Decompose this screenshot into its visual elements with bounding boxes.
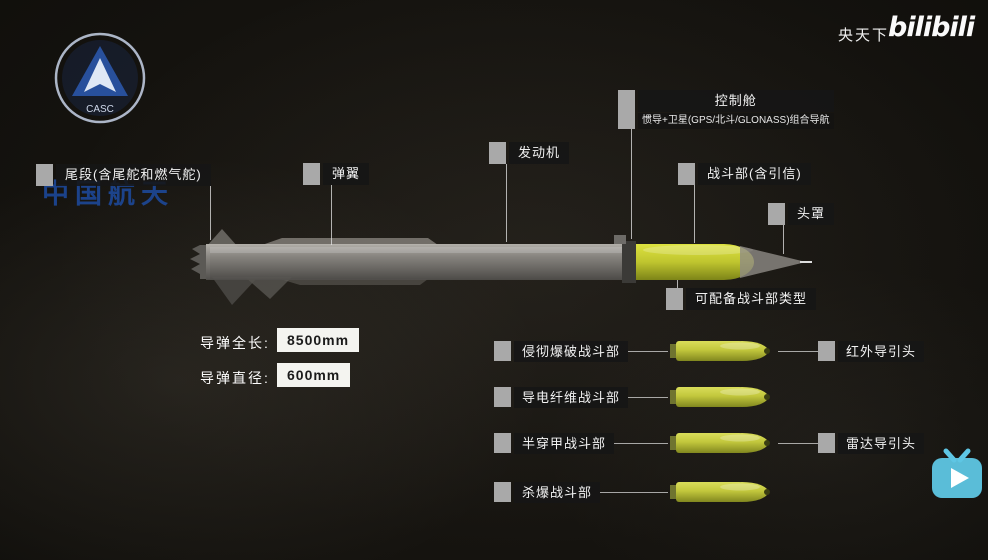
label-square bbox=[494, 387, 511, 407]
warhead-type-row: 杀爆战斗部 bbox=[494, 477, 778, 507]
connector-line bbox=[778, 442, 818, 444]
bilibili-play-button[interactable] bbox=[928, 446, 986, 504]
label-warhead: 战斗部(含引信) bbox=[678, 163, 811, 185]
label-square bbox=[36, 164, 53, 186]
label-square bbox=[303, 163, 320, 185]
control-section-ring bbox=[622, 241, 636, 283]
wing-strake-top bbox=[262, 238, 438, 245]
channel-watermark: 央天下 bbox=[838, 27, 890, 44]
warhead-thumbnail bbox=[670, 482, 770, 502]
bilibili-logo: bilibili bbox=[888, 12, 975, 43]
nose-cone bbox=[740, 246, 806, 278]
label-square bbox=[666, 288, 683, 310]
spec-length-label: 导弹全长: bbox=[200, 335, 270, 351]
warhead-type-row: 半穿甲战斗部 雷达导引头 bbox=[494, 428, 925, 458]
label-text: 发动机 bbox=[509, 142, 570, 164]
label-square bbox=[489, 142, 506, 164]
leader-line-wing bbox=[331, 185, 332, 245]
label-square bbox=[494, 341, 511, 361]
tail-fin-lower-2 bbox=[245, 277, 292, 299]
seeker-label: 红外导引头 bbox=[838, 340, 925, 362]
missile-body bbox=[206, 244, 638, 280]
tail-nozzle bbox=[190, 245, 210, 279]
label-square bbox=[678, 163, 695, 185]
connector-line bbox=[614, 442, 668, 444]
label-text: 头罩 bbox=[788, 203, 835, 225]
label-square bbox=[494, 433, 511, 453]
label-text: 控制舱 bbox=[638, 90, 834, 112]
wing-strake-bottom bbox=[280, 279, 428, 285]
leader-line-types bbox=[677, 280, 678, 289]
missile-illustration bbox=[190, 229, 812, 305]
connector-line bbox=[628, 396, 668, 398]
label-control-section: 控制舱 惯导+卫星(GPS/北斗/GLONASS)组合导航 bbox=[618, 90, 834, 129]
label-text: 尾段(含尾舵和燃气舵) bbox=[56, 164, 211, 186]
casc-logo: CASC bbox=[54, 32, 146, 124]
leader-line-nose bbox=[783, 224, 784, 254]
casc-logo-text: CASC bbox=[86, 104, 114, 115]
leader-line-engine bbox=[506, 164, 507, 242]
leader-line-warhead bbox=[694, 184, 695, 243]
tail-fin-lower bbox=[212, 277, 258, 305]
label-subtext: 惯导+卫星(GPS/北斗/GLONASS)组合导航 bbox=[638, 113, 834, 129]
warhead-thumbnail bbox=[670, 433, 770, 453]
play-icon bbox=[951, 468, 969, 488]
warhead-type-label: 侵彻爆破战斗部 bbox=[514, 340, 629, 362]
label-text: 弹翼 bbox=[323, 163, 370, 185]
leader-line-control bbox=[631, 126, 632, 239]
label-tail-section: 尾段(含尾舵和燃气舵) bbox=[36, 164, 211, 186]
warhead-type-label: 杀爆战斗部 bbox=[514, 481, 601, 503]
warhead-type-row: 导电纤维战斗部 bbox=[494, 382, 778, 412]
connector-line bbox=[600, 491, 668, 493]
spec-length-value: 8500mm bbox=[277, 328, 360, 352]
label-engine: 发动机 bbox=[489, 142, 570, 164]
warhead-thumbnail bbox=[670, 341, 770, 361]
label-square bbox=[818, 433, 835, 453]
warhead-type-row: 侵彻爆破战斗部 红外导引头 bbox=[494, 336, 925, 366]
label-square bbox=[818, 341, 835, 361]
label-wing: 弹翼 bbox=[303, 163, 370, 185]
leader-line-tail bbox=[210, 186, 211, 240]
tail-fin-upper bbox=[206, 229, 238, 247]
spec-diameter-value: 600mm bbox=[277, 363, 351, 387]
label-text: 可配备战斗部类型 bbox=[686, 288, 817, 310]
seeker-label: 雷达导引头 bbox=[838, 432, 925, 454]
warhead-thumbnail bbox=[670, 387, 770, 407]
label-square bbox=[494, 482, 511, 502]
warhead-type-label: 导电纤维战斗部 bbox=[514, 386, 629, 408]
spec-diameter-label: 导弹直径: bbox=[200, 370, 270, 386]
warhead-type-label: 半穿甲战斗部 bbox=[514, 432, 615, 454]
connector-line bbox=[778, 350, 818, 352]
label-nose: 头罩 bbox=[768, 203, 835, 225]
label-warhead-types-title: 可配备战斗部类型 bbox=[666, 288, 817, 310]
label-text: 战斗部(含引信) bbox=[698, 163, 811, 185]
label-square bbox=[768, 203, 785, 225]
label-square bbox=[618, 90, 635, 129]
connector-line bbox=[628, 350, 668, 352]
